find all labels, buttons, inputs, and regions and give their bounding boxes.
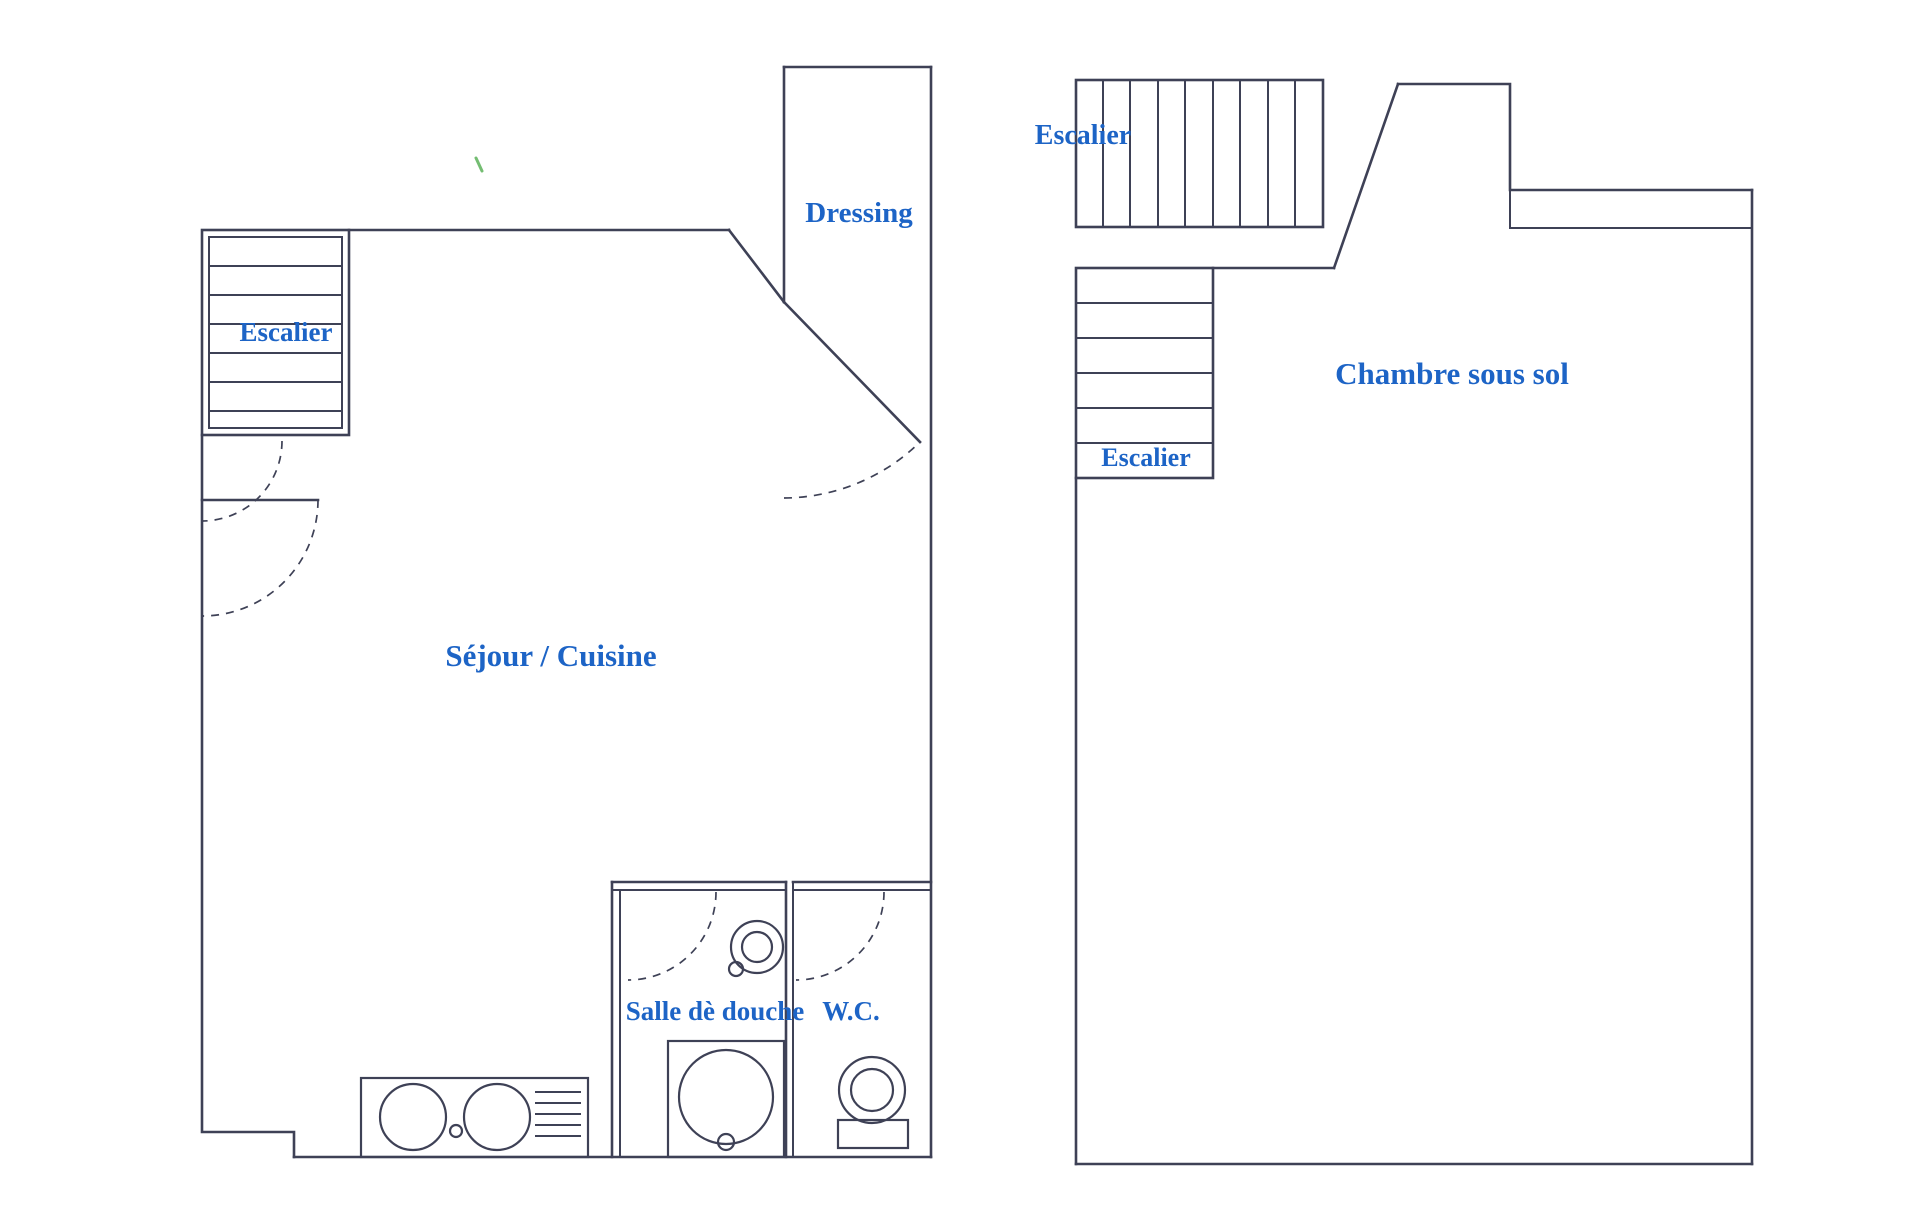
- wall-top-step: [1396, 82, 1754, 192]
- room-label-wc: W.C.: [822, 996, 880, 1026]
- shower-basin: [677, 1048, 775, 1146]
- staircase-inner-box: [208, 236, 343, 429]
- washbasin-tap: [727, 960, 745, 978]
- shower: [666, 1039, 786, 1159]
- toilet-tank: [836, 1118, 910, 1150]
- room-label-escalier-top: Escalier: [1035, 120, 1131, 151]
- entry-doors: [201, 440, 319, 617]
- stair-treads: [1075, 302, 1214, 444]
- douche-door-swing-arc: [627, 891, 717, 981]
- kitchen-sink-unit: [359, 1076, 590, 1159]
- left-unit: Escalier Dressing Séjour / Cuisine Salle…: [200, 65, 933, 1159]
- room-label-dressing: Dressing: [805, 197, 913, 229]
- wall-diagonal: [1332, 82, 1400, 270]
- staircase-right-mid: [1074, 266, 1215, 480]
- sink-bowl-left: [378, 1082, 448, 1152]
- toilet-bowl-outer: [837, 1055, 907, 1125]
- kitchen-counter: [359, 1076, 590, 1159]
- sink-drain: [448, 1123, 464, 1139]
- room-label-chambre-sous-sol: Chambre sous sol: [1335, 356, 1569, 391]
- door-swing-arc: [783, 441, 921, 499]
- right-unit: Escalier Escalier Chambre sous sol: [1035, 78, 1754, 1166]
- wall-corner-diagonal: [727, 228, 786, 304]
- stair-treads: [1102, 79, 1296, 228]
- toilet-bowl-inner: [849, 1067, 895, 1113]
- staircase-right-top: [1074, 78, 1325, 229]
- shower-drain: [716, 1132, 736, 1152]
- toilet: [836, 1055, 910, 1150]
- staircase-box: [1074, 78, 1325, 229]
- scan-artifact-mark: [474, 156, 484, 173]
- door-swing-arc: [201, 440, 283, 522]
- sink-bowl-right: [462, 1082, 532, 1152]
- stair-treads: [208, 265, 343, 412]
- dressing-door: [782, 300, 922, 499]
- shower-tray: [666, 1039, 786, 1159]
- staircase-left: [200, 228, 351, 437]
- wc-door-swing-arc: [795, 891, 885, 981]
- right-unit-walls: [1074, 82, 1754, 1166]
- bathroom-walls: [610, 880, 933, 1159]
- staircase-outer-box: [200, 228, 351, 437]
- washbasin-bowl-inner: [740, 930, 774, 964]
- door-swing-arc: [201, 499, 319, 617]
- washbasin-bowl-outer: [729, 919, 785, 975]
- room-label-escalier-mid: Escalier: [1101, 443, 1191, 472]
- room-label-salle-de-douche: Salle dè douche: [626, 996, 805, 1026]
- door-leaf: [782, 300, 922, 444]
- wall-left-with-notch: [200, 433, 296, 1159]
- room-label-escalier-left: Escalier: [240, 317, 333, 347]
- washbasin: [727, 919, 785, 978]
- drainer-hatch: [535, 1091, 581, 1137]
- room-label-sejour-cuisine: Séjour / Cuisine: [445, 638, 656, 673]
